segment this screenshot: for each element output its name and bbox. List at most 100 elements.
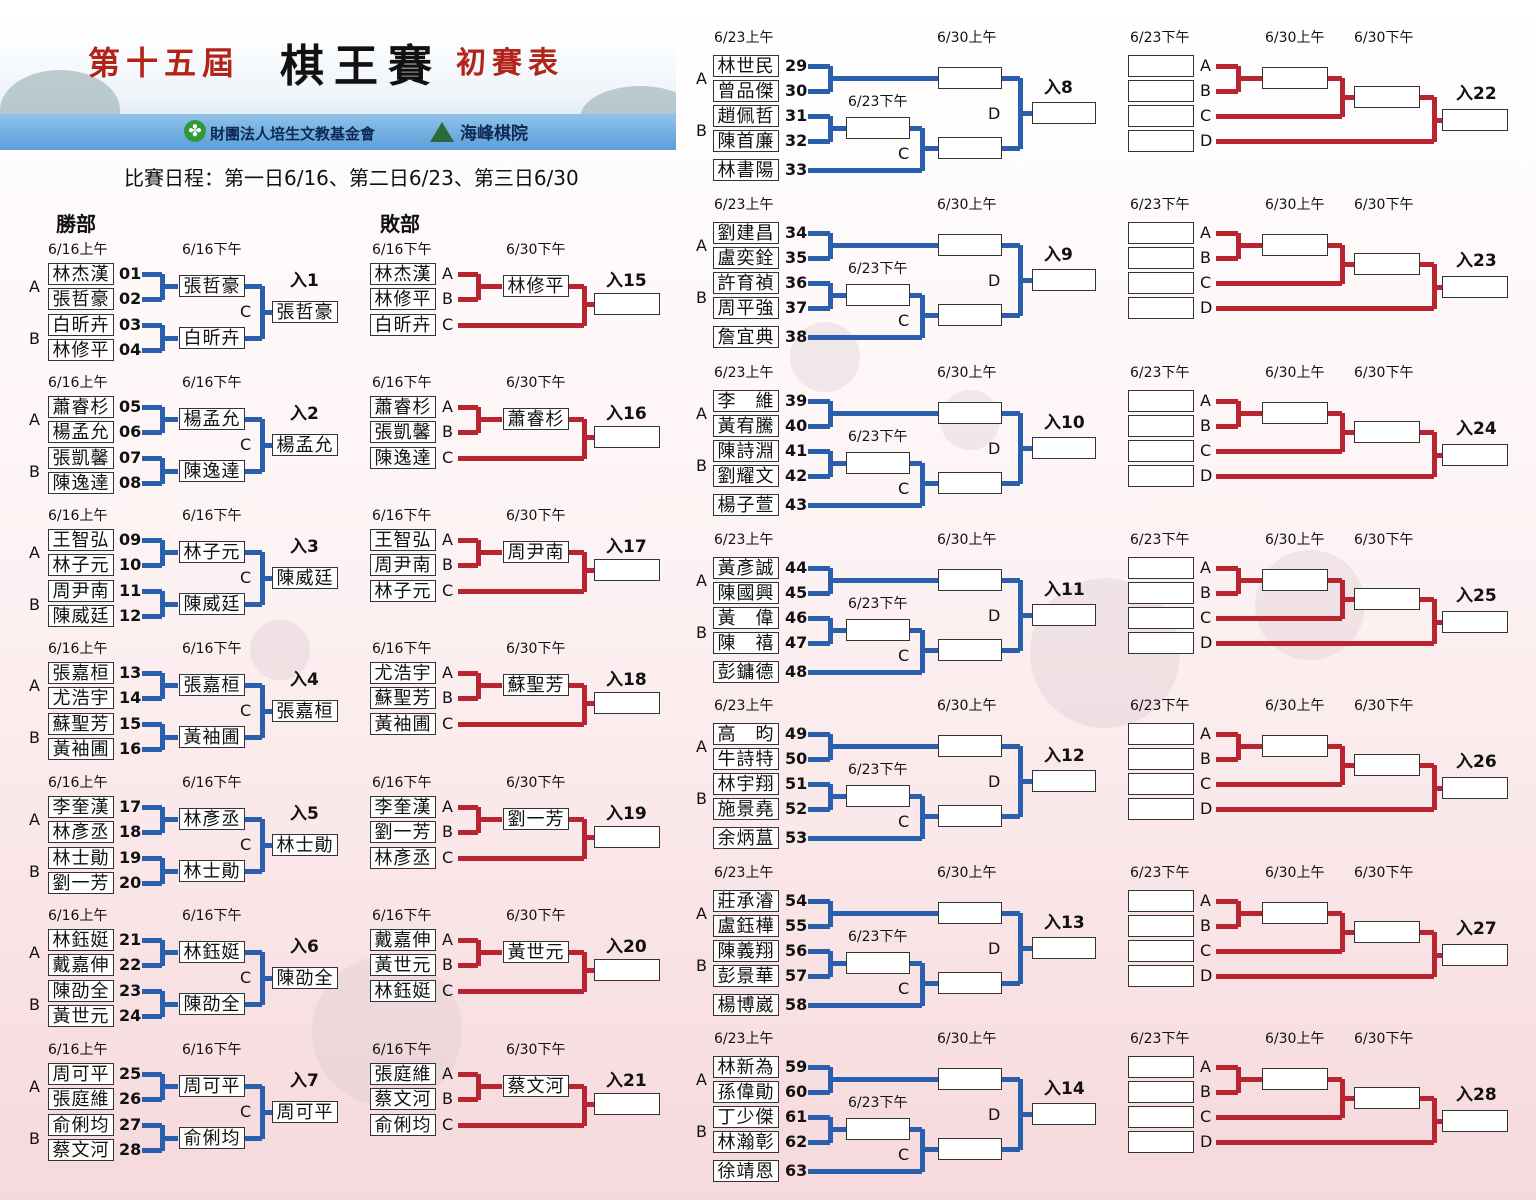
- bracket-line: [142, 989, 162, 994]
- bracket-line: [162, 284, 178, 289]
- bracket-line: [1002, 76, 1020, 81]
- bracket-line: [1002, 744, 1020, 749]
- player-name: 林彥丞: [370, 847, 436, 869]
- game-label-c: C: [898, 646, 910, 665]
- result-box: [1262, 67, 1328, 89]
- bracket-line: [245, 336, 262, 341]
- slot-label: D: [1200, 298, 1213, 317]
- player-name: 張哲豪: [48, 288, 114, 310]
- player-name: 盧奕銓: [713, 247, 779, 269]
- player-name: 丁少傑: [713, 1106, 779, 1128]
- result-box: [938, 902, 1002, 924]
- date-label: 6/30下午: [506, 1042, 566, 1058]
- bracket-line: [142, 348, 162, 353]
- date-label: 6/16上午: [48, 908, 108, 924]
- bracket-line: [458, 563, 478, 568]
- bracket-line: [1216, 231, 1238, 236]
- entry-label: 入6: [290, 937, 319, 957]
- date-label: 6/23上午: [714, 197, 774, 213]
- entry-label: 入10: [1044, 413, 1085, 433]
- entry-box: [1442, 944, 1508, 966]
- bracket-line: [808, 64, 830, 69]
- slot-label: A: [1200, 1057, 1211, 1076]
- bracket-line: [1434, 453, 1442, 458]
- empty-slot: [1128, 105, 1194, 127]
- bracket-line: [142, 430, 162, 435]
- group-label-a: A: [696, 1070, 707, 1089]
- bracket-line: [1328, 1077, 1342, 1082]
- entry-box: [594, 1093, 660, 1115]
- bracket-line: [830, 794, 846, 799]
- date-label: 6/16下午: [372, 375, 432, 391]
- schedule-text: 比賽日程：第一日6/16、第二日6/23、第三日6/30: [124, 166, 579, 190]
- bracket-line: [262, 709, 272, 714]
- entry-box: [1032, 1103, 1096, 1125]
- seed-number: 43: [785, 495, 808, 514]
- slot-label: D: [1200, 1132, 1213, 1151]
- empty-slot: [1128, 440, 1194, 462]
- header-banner: 第十五屆 棋王賽 初賽表 ✤ 財團法人培生文教基金會 海峰棋院: [0, 30, 676, 150]
- player-name: 林鈺娗: [370, 980, 436, 1002]
- player-name: 高 昀: [713, 723, 779, 745]
- empty-slot: [1128, 415, 1194, 437]
- bracket-line: [262, 976, 272, 981]
- bracket-line: [262, 576, 272, 581]
- slot-label: B: [1200, 416, 1211, 435]
- game-label-d: D: [988, 772, 1001, 791]
- player-name: 周尹南: [48, 580, 114, 602]
- player-name: 王智弘: [370, 529, 436, 551]
- result-box: [846, 785, 910, 807]
- game-label-c: C: [898, 144, 910, 163]
- slot-label: B: [442, 822, 453, 841]
- player-name: 陳威廷: [48, 605, 114, 627]
- bracket-line: [569, 950, 584, 955]
- match-winner: 林士勛: [179, 860, 245, 882]
- match-winner: 白昕卉: [179, 327, 245, 349]
- empty-slot: [1128, 723, 1194, 745]
- player-name: 林杰漢: [370, 263, 436, 285]
- bracket-line: [808, 1065, 830, 1070]
- player-name: 陳劭全: [48, 980, 114, 1002]
- seed-number: 22: [119, 955, 142, 974]
- page-title: 棋王賽: [280, 41, 442, 92]
- group-label-b: B: [696, 288, 707, 307]
- slot-label: C: [1200, 941, 1212, 960]
- bracket-line: [910, 126, 922, 131]
- match-winner: 林子元: [179, 541, 245, 563]
- seed-number: 58: [785, 995, 808, 1014]
- date-label: 6/30下午: [1354, 865, 1414, 881]
- date-label: 6/30上午: [1265, 698, 1325, 714]
- game-label-c: C: [898, 812, 910, 831]
- bracket-line: [142, 589, 162, 594]
- bracket-line: [162, 1002, 178, 1007]
- slot-label: B: [442, 555, 453, 574]
- decor-circle: [790, 322, 860, 392]
- bracket-line: [1002, 911, 1020, 916]
- date-label: 6/30上午: [937, 1031, 997, 1047]
- bracket-line: [830, 911, 938, 916]
- match-winner: 張嘉桓: [179, 674, 245, 696]
- bracket-line: [830, 411, 938, 416]
- bracket-line: [262, 1110, 272, 1115]
- entry-label: 入23: [1456, 251, 1497, 271]
- bracket-line: [910, 961, 922, 966]
- result-box: [1354, 86, 1420, 108]
- bracket-line: [142, 1097, 162, 1102]
- group-label-b: B: [696, 956, 707, 975]
- bracket-line: [245, 417, 262, 422]
- bracket-line: [569, 1084, 584, 1089]
- game-label-c: C: [240, 568, 252, 587]
- empty-slot: [1128, 390, 1194, 412]
- result-box: [938, 735, 1002, 757]
- bracket-line: [808, 732, 830, 737]
- group-winner: 張嘉桓: [272, 700, 338, 722]
- player-name: 林鈺娗: [48, 929, 114, 951]
- group-label-a: A: [29, 1077, 40, 1096]
- bracket-line: [458, 830, 478, 835]
- seed-number: 42: [785, 466, 808, 485]
- date-label: 6/23下午: [848, 596, 908, 612]
- match-winner: 林彥丞: [179, 808, 245, 830]
- bracket-line: [1216, 899, 1238, 904]
- bracket-line: [1002, 981, 1020, 986]
- slot-label: A: [442, 530, 453, 549]
